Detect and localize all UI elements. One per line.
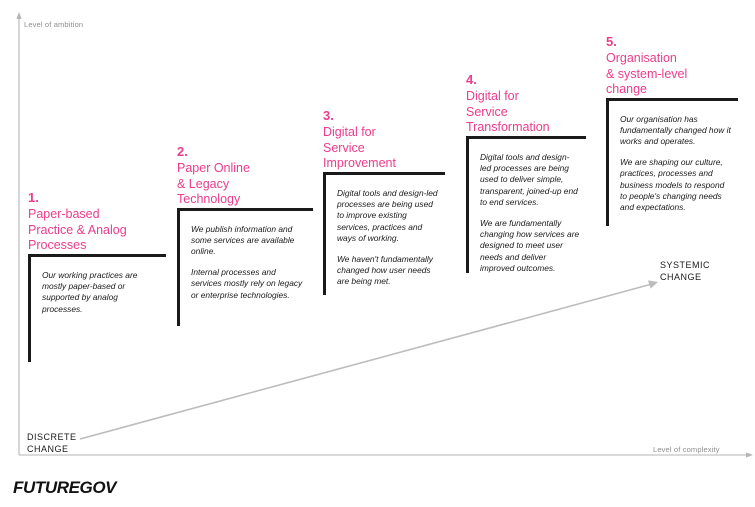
stage-2-heading: Paper Online & Legacy Technology — [177, 161, 250, 206]
stage-5-paragraph-2: We are shaping our culture, practices, p… — [620, 156, 725, 213]
y-axis-arrowhead — [16, 12, 22, 19]
x-axis-arrowhead — [746, 452, 753, 458]
stage-3-paragraph-1: Digital tools and design-led processes a… — [337, 187, 438, 244]
stage-5-bracket: Our organisation has fundamentally chang… — [606, 97, 738, 226]
stage-4: 4. Digital for Service Transformation Di… — [466, 72, 590, 273]
stage-4-bracket: Digital tools and design-led processes a… — [466, 135, 586, 274]
stage-1-heading: Paper-based Practice & Analog Processes — [28, 207, 127, 252]
stage-3-heading: Digital for Service Improvement — [323, 125, 396, 170]
stage-5-heading: Organisation & system-level change — [606, 51, 688, 96]
stage-2-paragraph-2: Internal processes and services mostly r… — [191, 266, 303, 300]
stage-5-paragraph-1: Our organisation has fundamentally chang… — [620, 113, 731, 147]
stage-1-number: 1. — [28, 190, 39, 205]
futuregov-logo: FUTUREGOV — [13, 478, 117, 497]
stage-4-paragraph-1: Digital tools and design-led processes a… — [480, 151, 578, 208]
discrete-change-label: DISCRETE CHANGE — [27, 432, 77, 454]
systemic-change-label: SYSTEMIC CHANGE — [660, 260, 711, 282]
stage-2-bracket: We publish information and some services… — [177, 207, 313, 326]
stage-5: 5. Organisation & system-level change Ou… — [606, 34, 742, 226]
stage-2: 2. Paper Online & Legacy Technology We p… — [177, 144, 317, 326]
progression-arrowhead — [648, 280, 658, 289]
stage-3: 3. Digital for Service Improvement Digit… — [323, 108, 449, 295]
stage-1-bracket: Our working practices are mostly paper-b… — [28, 253, 166, 362]
stage-5-number: 5. — [606, 34, 617, 49]
stage-1-paragraph-1: Our working practices are mostly paper-b… — [42, 269, 138, 314]
stage-2-paragraph-1: We publish information and some services… — [191, 223, 295, 257]
stage-3-bracket: Digital tools and design-led processes a… — [323, 171, 445, 295]
stage-4-heading: Digital for Service Transformation — [466, 89, 550, 134]
y-axis-label: Level of ambition — [24, 20, 84, 29]
stage-3-paragraph-2: We haven't fundamentally changed how use… — [337, 253, 433, 287]
stage-4-number: 4. — [466, 72, 477, 87]
stage-4-paragraph-2: We are fundamentally changing how servic… — [480, 217, 580, 274]
stage-1: 1. Paper-based Practice & Analog Process… — [28, 190, 170, 362]
x-axis-label: Level of complexity — [653, 445, 720, 454]
stage-3-number: 3. — [323, 108, 334, 123]
stage-2-number: 2. — [177, 144, 188, 159]
